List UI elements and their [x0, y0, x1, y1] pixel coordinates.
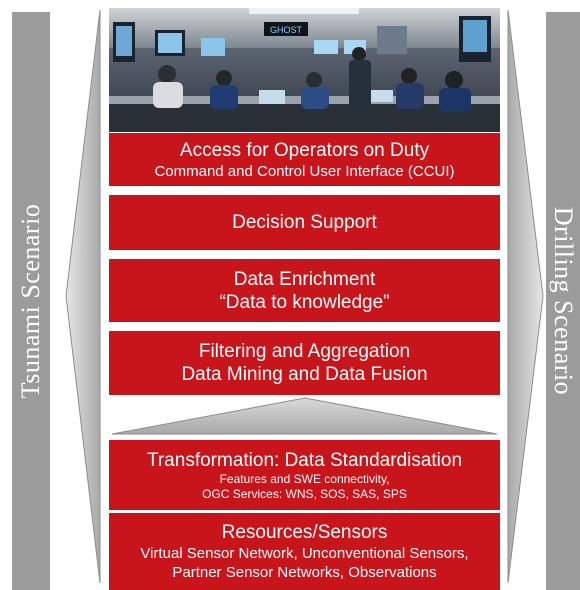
layer-subtitle: Data Mining and Data Fusion [181, 364, 428, 385]
layer-title: Access for Operators on Duty [179, 139, 430, 161]
layer-resources-sensors: Resources/Sensors Virtual Sensor Network… [109, 513, 500, 590]
upward-arrow [111, 397, 498, 435]
layer-decision-support: Decision Support [109, 195, 500, 250]
right-chevron-arrow [507, 9, 544, 584]
layer-access-operators: Access for Operators on Duty Command and… [109, 133, 500, 186]
layer-filtering-aggregation: Filtering and Aggregation Data Mining an… [109, 331, 500, 395]
layer-title: Filtering and Aggregation [198, 341, 411, 362]
drilling-scenario-bar: Drilling Scenario [546, 12, 580, 590]
tsunami-scenario-bar: Tsunami Scenario [12, 12, 50, 590]
layer-title: Transformation: Data Standardisation [146, 449, 463, 471]
layer-title: Resources/Sensors [221, 522, 388, 543]
control-room-photo: GHOST [109, 8, 500, 132]
left-chevron-arrow [65, 9, 101, 584]
wall-sign-text: GHOST [270, 25, 303, 35]
layer-transformation: Transformation: Data Standardisation Fea… [109, 440, 500, 510]
layer-subtitle: Command and Control User Interface (CCUI… [154, 162, 455, 180]
layer-detail: OGC Services: WNS, SOS, SAS, SPS [202, 486, 407, 501]
layer-title: Decision Support [232, 212, 377, 233]
layer-detail: Features and SWE connectivity, [219, 471, 390, 486]
layer-subtitle: “Data to knowledge” [219, 291, 390, 313]
layer-detail: Virtual Sensor Network, Unconventional S… [140, 545, 469, 562]
control-room-illustration: GHOST [109, 8, 500, 132]
layer-data-enrichment: Data Enrichment “Data to knowledge” [109, 259, 500, 322]
layer-detail: Partner Sensor Networks, Observations [172, 564, 437, 581]
layer-title: Data Enrichment [233, 268, 376, 290]
